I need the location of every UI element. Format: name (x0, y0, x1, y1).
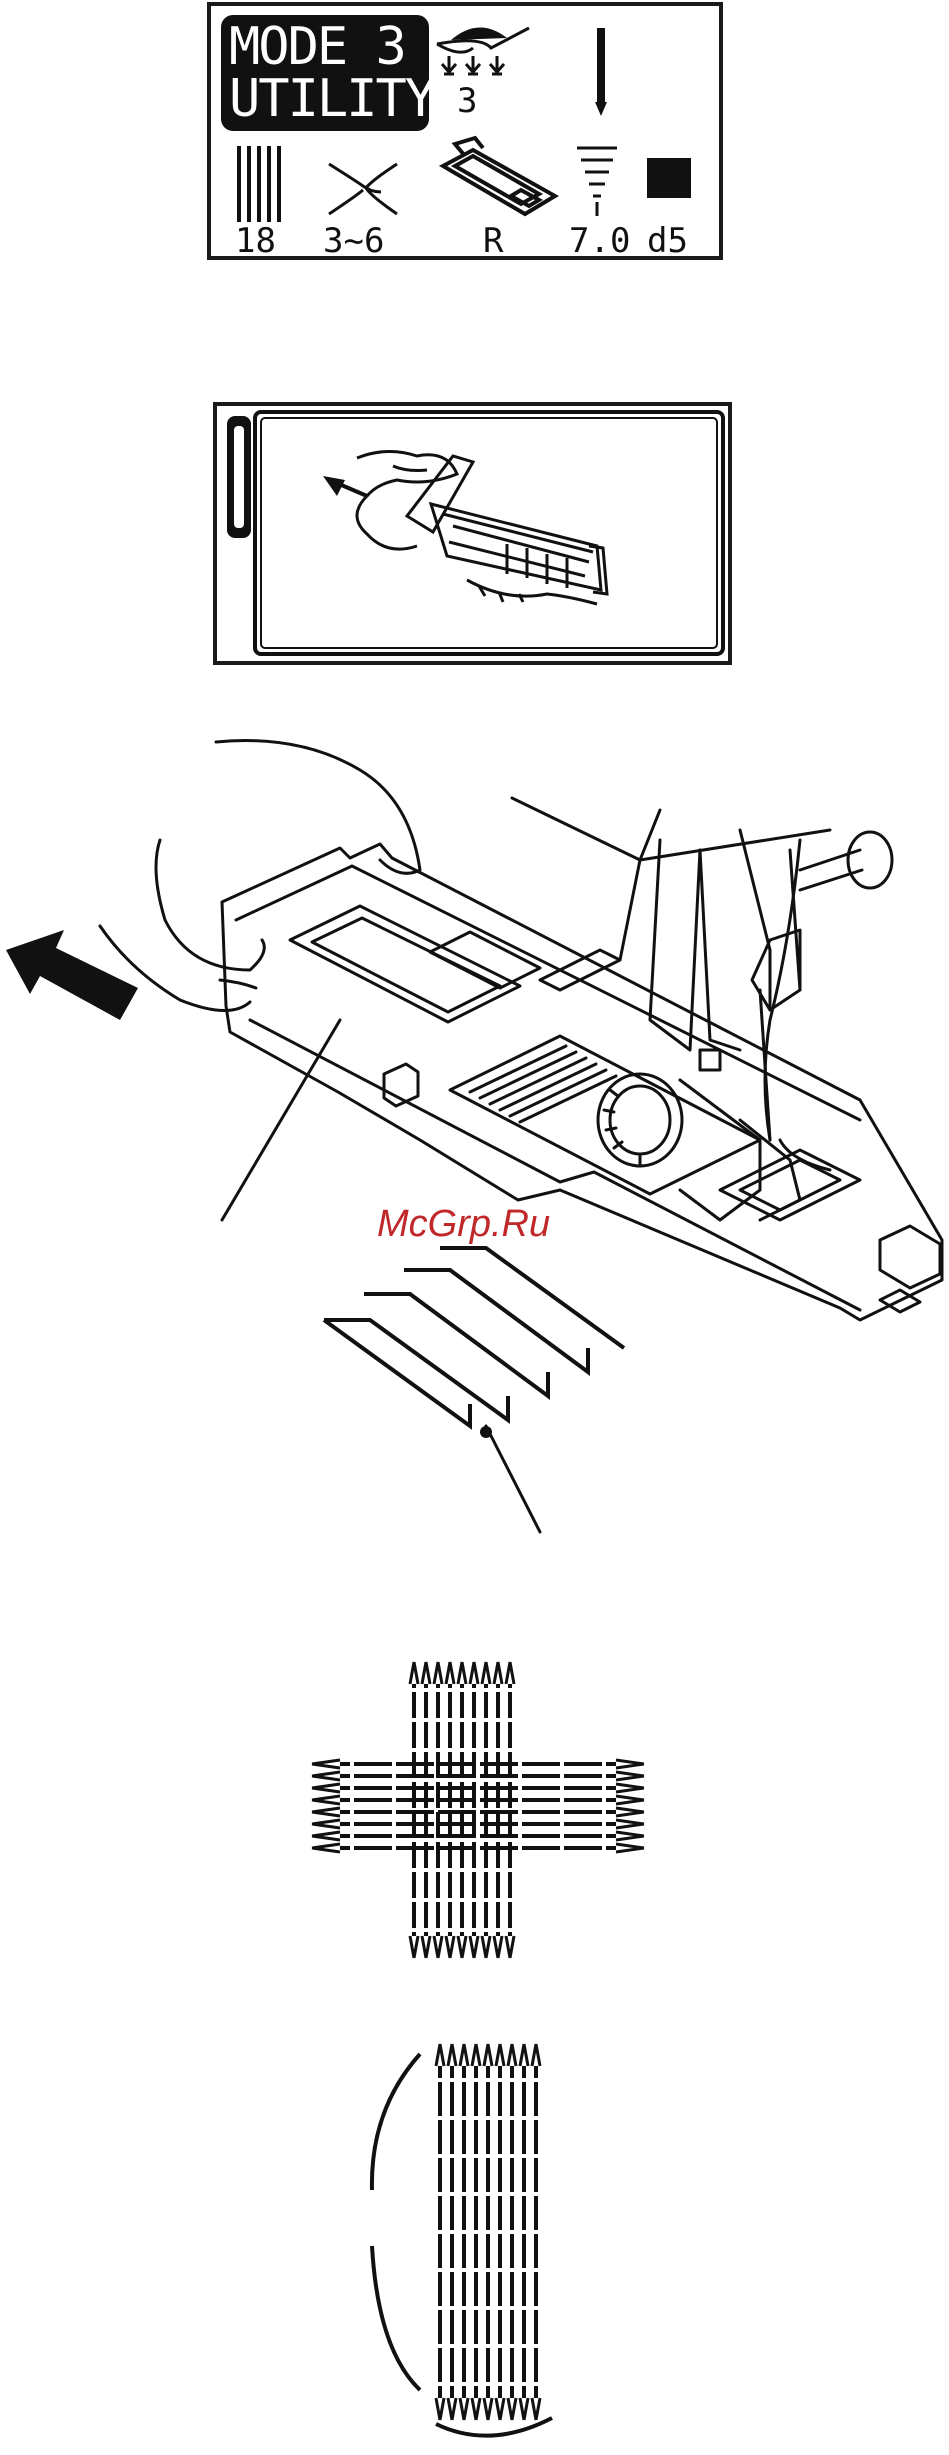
arrow-icon (6, 930, 138, 1020)
buttonhole-foot-pull-icon (357, 451, 607, 604)
lcd-mode-display: MODE 3 UTILITY 3 18 3~6 (207, 2, 723, 260)
darning-pattern-rounded (0, 2030, 949, 2450)
watermark-text: McGrp.Ru (377, 1203, 550, 1246)
arrow-icon (323, 476, 367, 496)
lcd-instruction-display (213, 402, 732, 665)
lcd-instruction-graphic (217, 406, 736, 669)
stitch-width-value: d5 (647, 224, 688, 258)
buttonhole-stitch-lines (324, 1248, 624, 1426)
darning-pattern-cross (0, 1650, 949, 1990)
